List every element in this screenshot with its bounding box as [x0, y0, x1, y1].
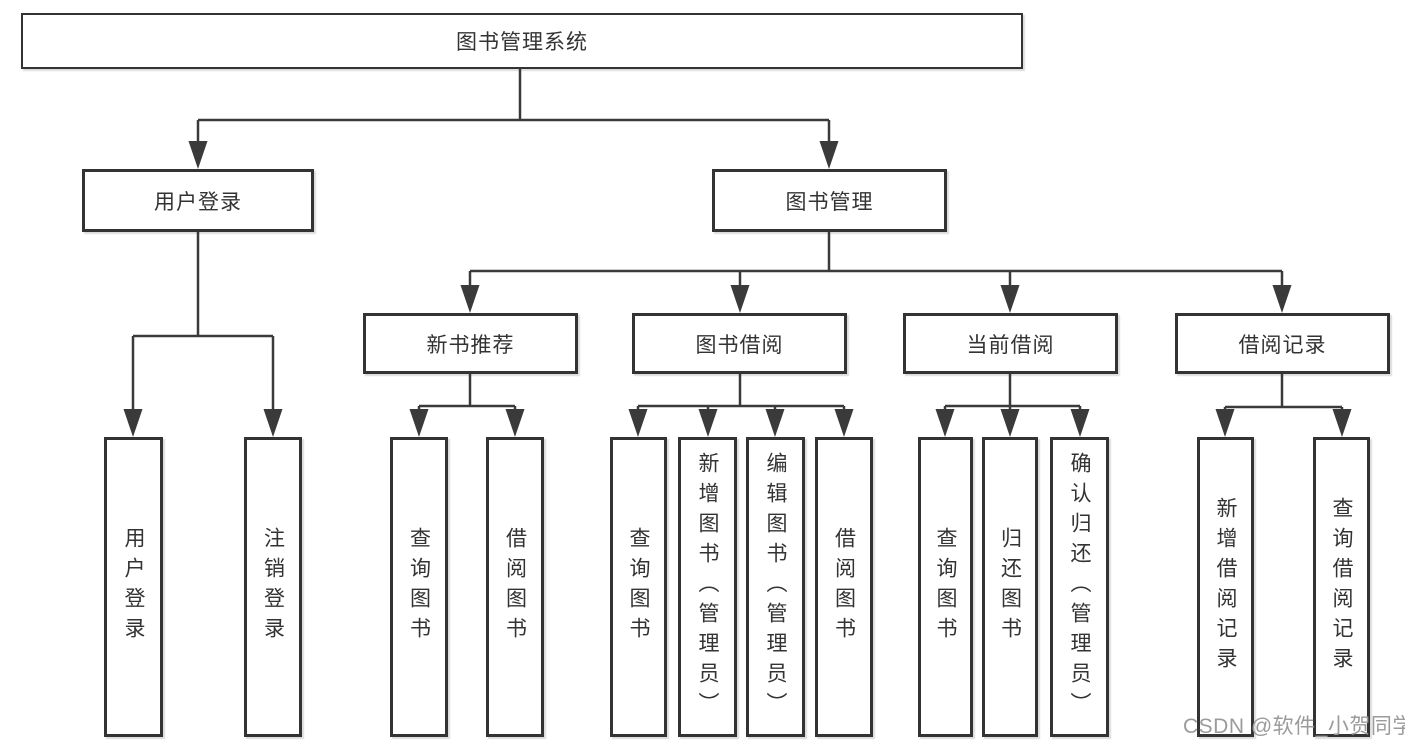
leaf-label: 用户登录 — [122, 527, 145, 647]
leaf-borrow-books: 借阅图书 — [815, 437, 873, 737]
leaf-label: 注销登录 — [261, 527, 285, 647]
leaf-confirm-return-admin: 确认归还（管理员） — [1050, 437, 1109, 737]
node-library-management-system: 图书管理系统 — [21, 13, 1023, 69]
leaf-query-borrow-record: 查询借阅记录 — [1313, 437, 1370, 737]
node-label: 图书借阅 — [695, 333, 784, 357]
node-label: 借阅记录 — [1238, 333, 1327, 357]
leaf-label: 新增借阅记录 — [1214, 497, 1237, 677]
leaf-label: 查询图书 — [627, 527, 650, 647]
node-label: 图书管理 — [785, 190, 874, 214]
connector-book-borrow-children — [628, 374, 854, 437]
node-label: 当前借阅 — [966, 333, 1055, 357]
connector-book-management-children — [460, 232, 1292, 313]
node-new-book-recommend: 新书推荐 — [363, 313, 578, 374]
leaf-label: 查询借阅记录 — [1330, 497, 1353, 677]
node-borrow-records: 借阅记录 — [1175, 313, 1390, 374]
leaf-query-books-current: 查询图书 — [918, 437, 973, 737]
leaf-label: 确认归还（管理员） — [1068, 452, 1091, 722]
leaf-label: 归还图书 — [998, 527, 1022, 647]
connector-user-login-children — [123, 232, 283, 437]
leaf-edit-book-admin: 编辑图书（管理员） — [746, 437, 805, 737]
node-label: 用户登录 — [154, 190, 242, 214]
connector-borrow-record-children — [1215, 374, 1352, 437]
leaf-query-books-recommend: 查询图书 — [390, 437, 448, 737]
node-label: 图书管理系统 — [456, 31, 588, 54]
connector-new-book-children — [409, 374, 525, 437]
leaf-add-borrow-record: 新增借阅记录 — [1197, 437, 1254, 737]
leaf-logout: 注销登录 — [244, 437, 302, 737]
leaf-user-login: 用户登录 — [104, 437, 163, 737]
leaf-label: 新增图书（管理员） — [696, 452, 719, 722]
leaf-label: 查询图书 — [934, 527, 957, 647]
leaf-label: 查询图书 — [407, 527, 431, 647]
connector-root-to-level2 — [188, 69, 839, 169]
node-book-borrow: 图书借阅 — [632, 313, 847, 374]
leaf-borrow-books-recommend: 借阅图书 — [486, 437, 544, 737]
leaf-label: 借阅图书 — [832, 527, 856, 647]
connector-current-borrow-children — [935, 374, 1090, 437]
leaf-label: 编辑图书（管理员） — [764, 452, 787, 722]
leaf-label: 借阅图书 — [503, 527, 527, 647]
leaf-return-books: 归还图书 — [982, 437, 1038, 737]
leaf-add-book-admin: 新增图书（管理员） — [678, 437, 737, 737]
leaf-query-books-borrow: 查询图书 — [610, 437, 667, 737]
node-label: 新书推荐 — [426, 333, 515, 357]
node-book-management: 图书管理 — [712, 169, 947, 232]
csdn-watermark: CSDN @软件_小贺同学 — [1183, 715, 1405, 738]
node-current-borrow: 当前借阅 — [903, 313, 1118, 374]
node-user-login: 用户登录 — [82, 169, 314, 232]
